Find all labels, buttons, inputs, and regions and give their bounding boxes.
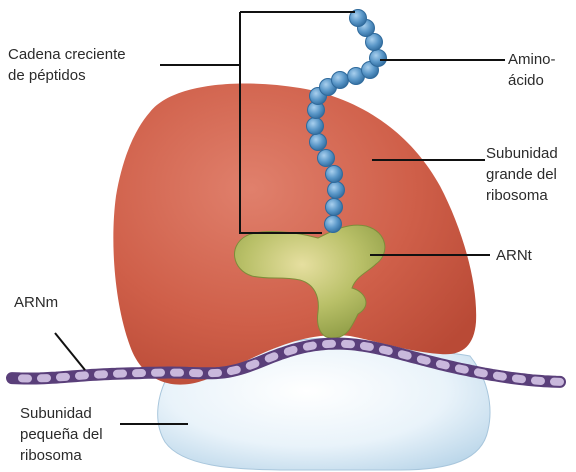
label-large-subunit-line: ribosoma <box>486 185 576 206</box>
mrna-nucleotide <box>132 369 146 377</box>
amino-acid-bead <box>318 150 335 167</box>
mrna-nucleotide <box>189 369 203 377</box>
label-trna: ARNt <box>496 245 532 266</box>
amino-acid-bead <box>328 182 345 199</box>
label-amino-acid-line: ácido <box>508 70 556 91</box>
mrna-nucleotide <box>322 340 336 349</box>
label-amino-acid: Amino- ácido <box>508 49 556 91</box>
mrna-nucleotide <box>18 374 32 382</box>
mrna-nucleotide <box>75 371 90 380</box>
amino-acid-bead <box>307 118 324 135</box>
label-small-subunit-line: pequeña del <box>20 424 103 445</box>
mrna-nucleotide <box>341 340 355 349</box>
mrna-nucleotide <box>550 378 564 386</box>
label-large-subunit-line: grande del <box>486 164 576 185</box>
label-small-subunit-line: ribosoma <box>20 445 103 466</box>
label-mrna: ARNm <box>14 292 58 313</box>
mrna-leader <box>55 333 85 370</box>
amino-acid-bead <box>326 166 343 183</box>
mrna-nucleotide <box>151 369 165 377</box>
amino-acid-bead <box>332 72 349 89</box>
amino-acid-bead <box>310 134 327 151</box>
amino-acid-bead <box>325 216 342 233</box>
label-peptide-chain: Cadena creciente de péptidos <box>8 44 126 86</box>
label-large-subunit-line: Subunidad <box>486 143 576 164</box>
label-peptide-chain-line: de péptidos <box>8 65 126 86</box>
mrna-nucleotide <box>208 369 222 378</box>
mrna-nucleotide <box>113 369 127 377</box>
label-peptide-chain-line: Cadena creciente <box>8 44 126 65</box>
amino-acid-bead <box>370 50 387 67</box>
amino-acid-bead <box>326 199 343 216</box>
label-small-subunit: Subunidad pequeña del ribosoma <box>20 403 103 466</box>
mrna-nucleotide <box>37 374 51 383</box>
mrna-nucleotide <box>94 370 108 379</box>
mrna-nucleotide <box>170 369 184 377</box>
label-mrna-line: ARNm <box>14 292 58 313</box>
label-large-subunit: Subunidad grande del ribosoma <box>486 143 576 206</box>
mrna-nucleotide <box>56 373 71 382</box>
label-amino-acid-line: Amino- <box>508 49 556 70</box>
label-small-subunit-line: Subunidad <box>20 403 103 424</box>
label-trna-line: ARNt <box>496 245 532 266</box>
